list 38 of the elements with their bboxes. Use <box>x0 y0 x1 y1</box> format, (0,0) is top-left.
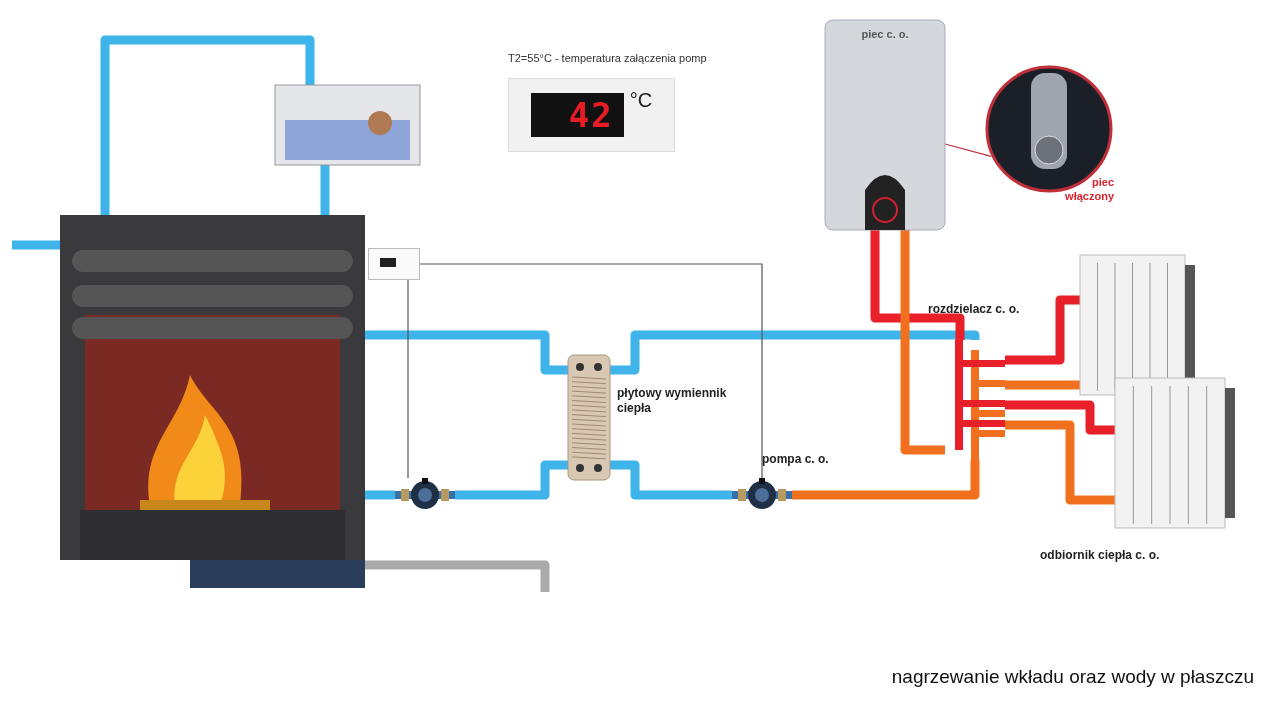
expansion-tank-drawing <box>275 85 420 165</box>
leader-line <box>944 143 992 157</box>
magnified-control-drawing <box>985 65 1113 193</box>
unit-label: °C <box>629 89 653 112</box>
part-label: rozdzielacz c. o. <box>928 302 1021 317</box>
pipe <box>1005 420 1115 505</box>
pipe <box>365 330 568 375</box>
caption: nagrzewanie wkładu oraz wody w płaszczu <box>891 666 1254 688</box>
plate-heat-exchanger-drawing <box>568 355 610 480</box>
radiator-drawing <box>1080 255 1195 395</box>
pipe <box>100 35 315 215</box>
part-label: płytowy wymiennik ciepła <box>617 386 728 416</box>
thermostat-display <box>508 78 675 152</box>
pipe <box>870 230 965 340</box>
wire <box>419 263 763 479</box>
pipe <box>365 560 550 592</box>
pipe <box>455 460 568 500</box>
temperature-reading: 42 <box>530 93 624 137</box>
part-label: piec włączony <box>1064 176 1114 204</box>
part-label: odbiornik ciepła c. o. <box>1040 548 1161 563</box>
pump-drawing <box>395 478 455 512</box>
boiler-drawing <box>825 20 945 230</box>
pipe <box>320 165 330 215</box>
radiator-drawing <box>1115 378 1235 528</box>
pipe <box>12 240 60 250</box>
pump-drawing <box>732 478 792 512</box>
pipe <box>1005 295 1080 365</box>
pipe <box>1005 380 1080 390</box>
pipe <box>610 460 732 500</box>
fireplace-drawing <box>60 215 365 590</box>
part-label: piec c. o. <box>860 28 910 40</box>
note-text: T2=55°C - temperatura załączenia pomp <box>508 52 707 64</box>
pipe <box>610 330 980 375</box>
pipe <box>365 490 395 500</box>
part-label: pompa c. o. <box>762 452 830 467</box>
wire <box>407 279 409 479</box>
pipe <box>1005 400 1115 435</box>
controller-box <box>368 248 420 280</box>
